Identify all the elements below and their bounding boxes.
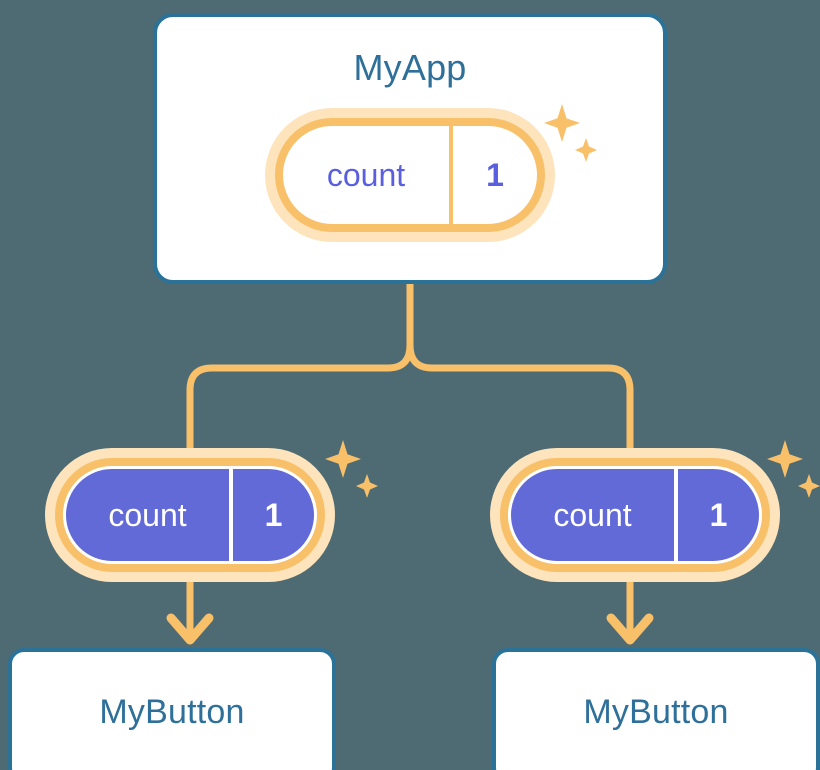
state-pill-body: count 1 [500, 458, 770, 572]
component-title-mybutton: MyButton [583, 692, 729, 731]
connector-branch-left [186, 341, 414, 452]
component-card-mybutton-right[interactable]: MyButton [492, 648, 820, 770]
state-key-label: count [108, 497, 187, 533]
state-pill-myapp[interactable]: count 1 [265, 108, 555, 242]
arrow-down-icon-left [166, 613, 214, 645]
state-pill-child-left[interactable]: count 1 [45, 448, 335, 582]
arrow-down-icon-right [606, 613, 654, 645]
state-value-label: 1 [449, 126, 537, 224]
state-key-label: count [553, 497, 632, 533]
state-key-label: count [326, 157, 406, 193]
state-pill-body: count 1 [275, 118, 545, 232]
connector-branch-right [406, 341, 634, 452]
component-title-mybutton: MyButton [99, 692, 245, 731]
state-pill-child-right[interactable]: count 1 [490, 448, 780, 582]
component-title-myapp: MyApp [353, 47, 467, 88]
state-pill-body: count 1 [55, 458, 325, 572]
component-card-mybutton-left[interactable]: MyButton [8, 648, 336, 770]
state-value-label: 1 [674, 469, 759, 561]
state-value-label: 1 [229, 469, 314, 561]
